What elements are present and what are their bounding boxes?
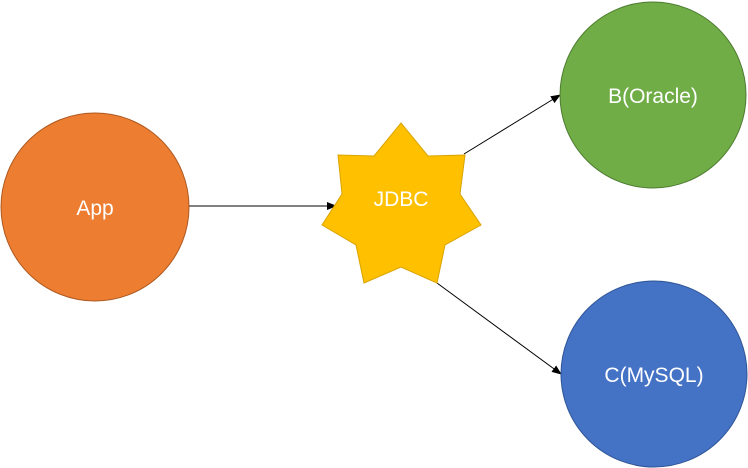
edge-jdbc-to-oracle xyxy=(463,94,561,155)
node-mysql[interactable]: C(MySQL) xyxy=(560,280,748,468)
node-jdbc[interactable]: JDBC xyxy=(321,122,482,284)
node-oracle-label: B(Oracle) xyxy=(608,85,698,108)
node-oracle[interactable]: B(Oracle) xyxy=(559,1,747,189)
node-oracle-shape xyxy=(559,1,747,189)
node-jdbc-label: JDBC xyxy=(374,188,429,211)
edge-jdbc-to-mysql xyxy=(436,282,562,375)
node-mysql-label: C(MySQL) xyxy=(604,364,703,387)
node-app-label: App xyxy=(76,197,113,220)
node-jdbc-shape xyxy=(321,122,482,284)
node-mysql-shape xyxy=(560,280,748,468)
node-app-shape xyxy=(0,112,190,302)
node-app[interactable]: App xyxy=(0,112,190,302)
